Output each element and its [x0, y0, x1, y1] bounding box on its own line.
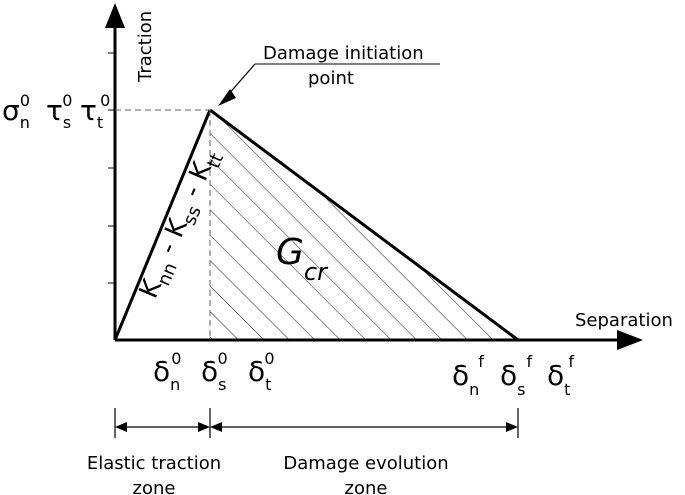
zone-dimension-arrows [115, 422, 518, 432]
y-tick-label-sigma-n: σn0 [2, 91, 30, 132]
x-tick-label-delta-sf: δsf [500, 352, 532, 399]
elastic-zone-label-line2: zone [133, 478, 176, 495]
y-axis-title: Traction [135, 11, 156, 83]
stiffness-label: Knn - Kss - Ktt [134, 145, 228, 305]
damage-zone-left-arrow-icon [210, 422, 222, 432]
x-tick-label-delta-n0: δn0 [153, 349, 181, 394]
y-axis-ticks [108, 52, 115, 284]
damage-zone-right-arrow-icon [506, 422, 518, 432]
callout-pointer-line [226, 63, 256, 97]
y-tick-label-tau-s: τs0 [46, 91, 72, 132]
elastic-zone-label-line1: Elastic traction [87, 453, 221, 474]
damage-initiation-label-line1: Damage initiation [263, 43, 424, 64]
y-tick-labels: σn0 τs0 τt0 [2, 91, 110, 132]
elastic-zone-right-arrow-icon [198, 422, 210, 432]
y-tick-label-tau-t: τt0 [80, 91, 110, 132]
damage-initiation-label-line2: point [308, 68, 354, 89]
x-tick-label-delta-t0: δt0 [248, 349, 275, 394]
elastic-zone-left-arrow-icon [115, 422, 127, 432]
damage-zone-label-line1: Damage evolution [283, 453, 448, 474]
callout-arrow-icon [218, 89, 236, 106]
x-tick-label-delta-s0: δs0 [201, 349, 228, 394]
softening-line [209, 108, 519, 342]
fracture-energy-label: Gcr [276, 232, 329, 286]
damage-zone-label-line2: zone [345, 478, 388, 495]
y-axis-arrow-icon [105, 3, 125, 28]
zone-dimension-lines [114, 408, 519, 438]
x-tick-label-delta-tf: δtf [547, 352, 574, 399]
elastic-loading-line [113, 109, 212, 341]
x-axis-arrow-icon [617, 330, 643, 350]
x-axis-title: Separation [575, 310, 673, 331]
x-tick-labels: δn0 δs0 δt0 δnf δsf δtf [153, 349, 574, 399]
x-tick-label-delta-nf: δnf [452, 352, 484, 399]
